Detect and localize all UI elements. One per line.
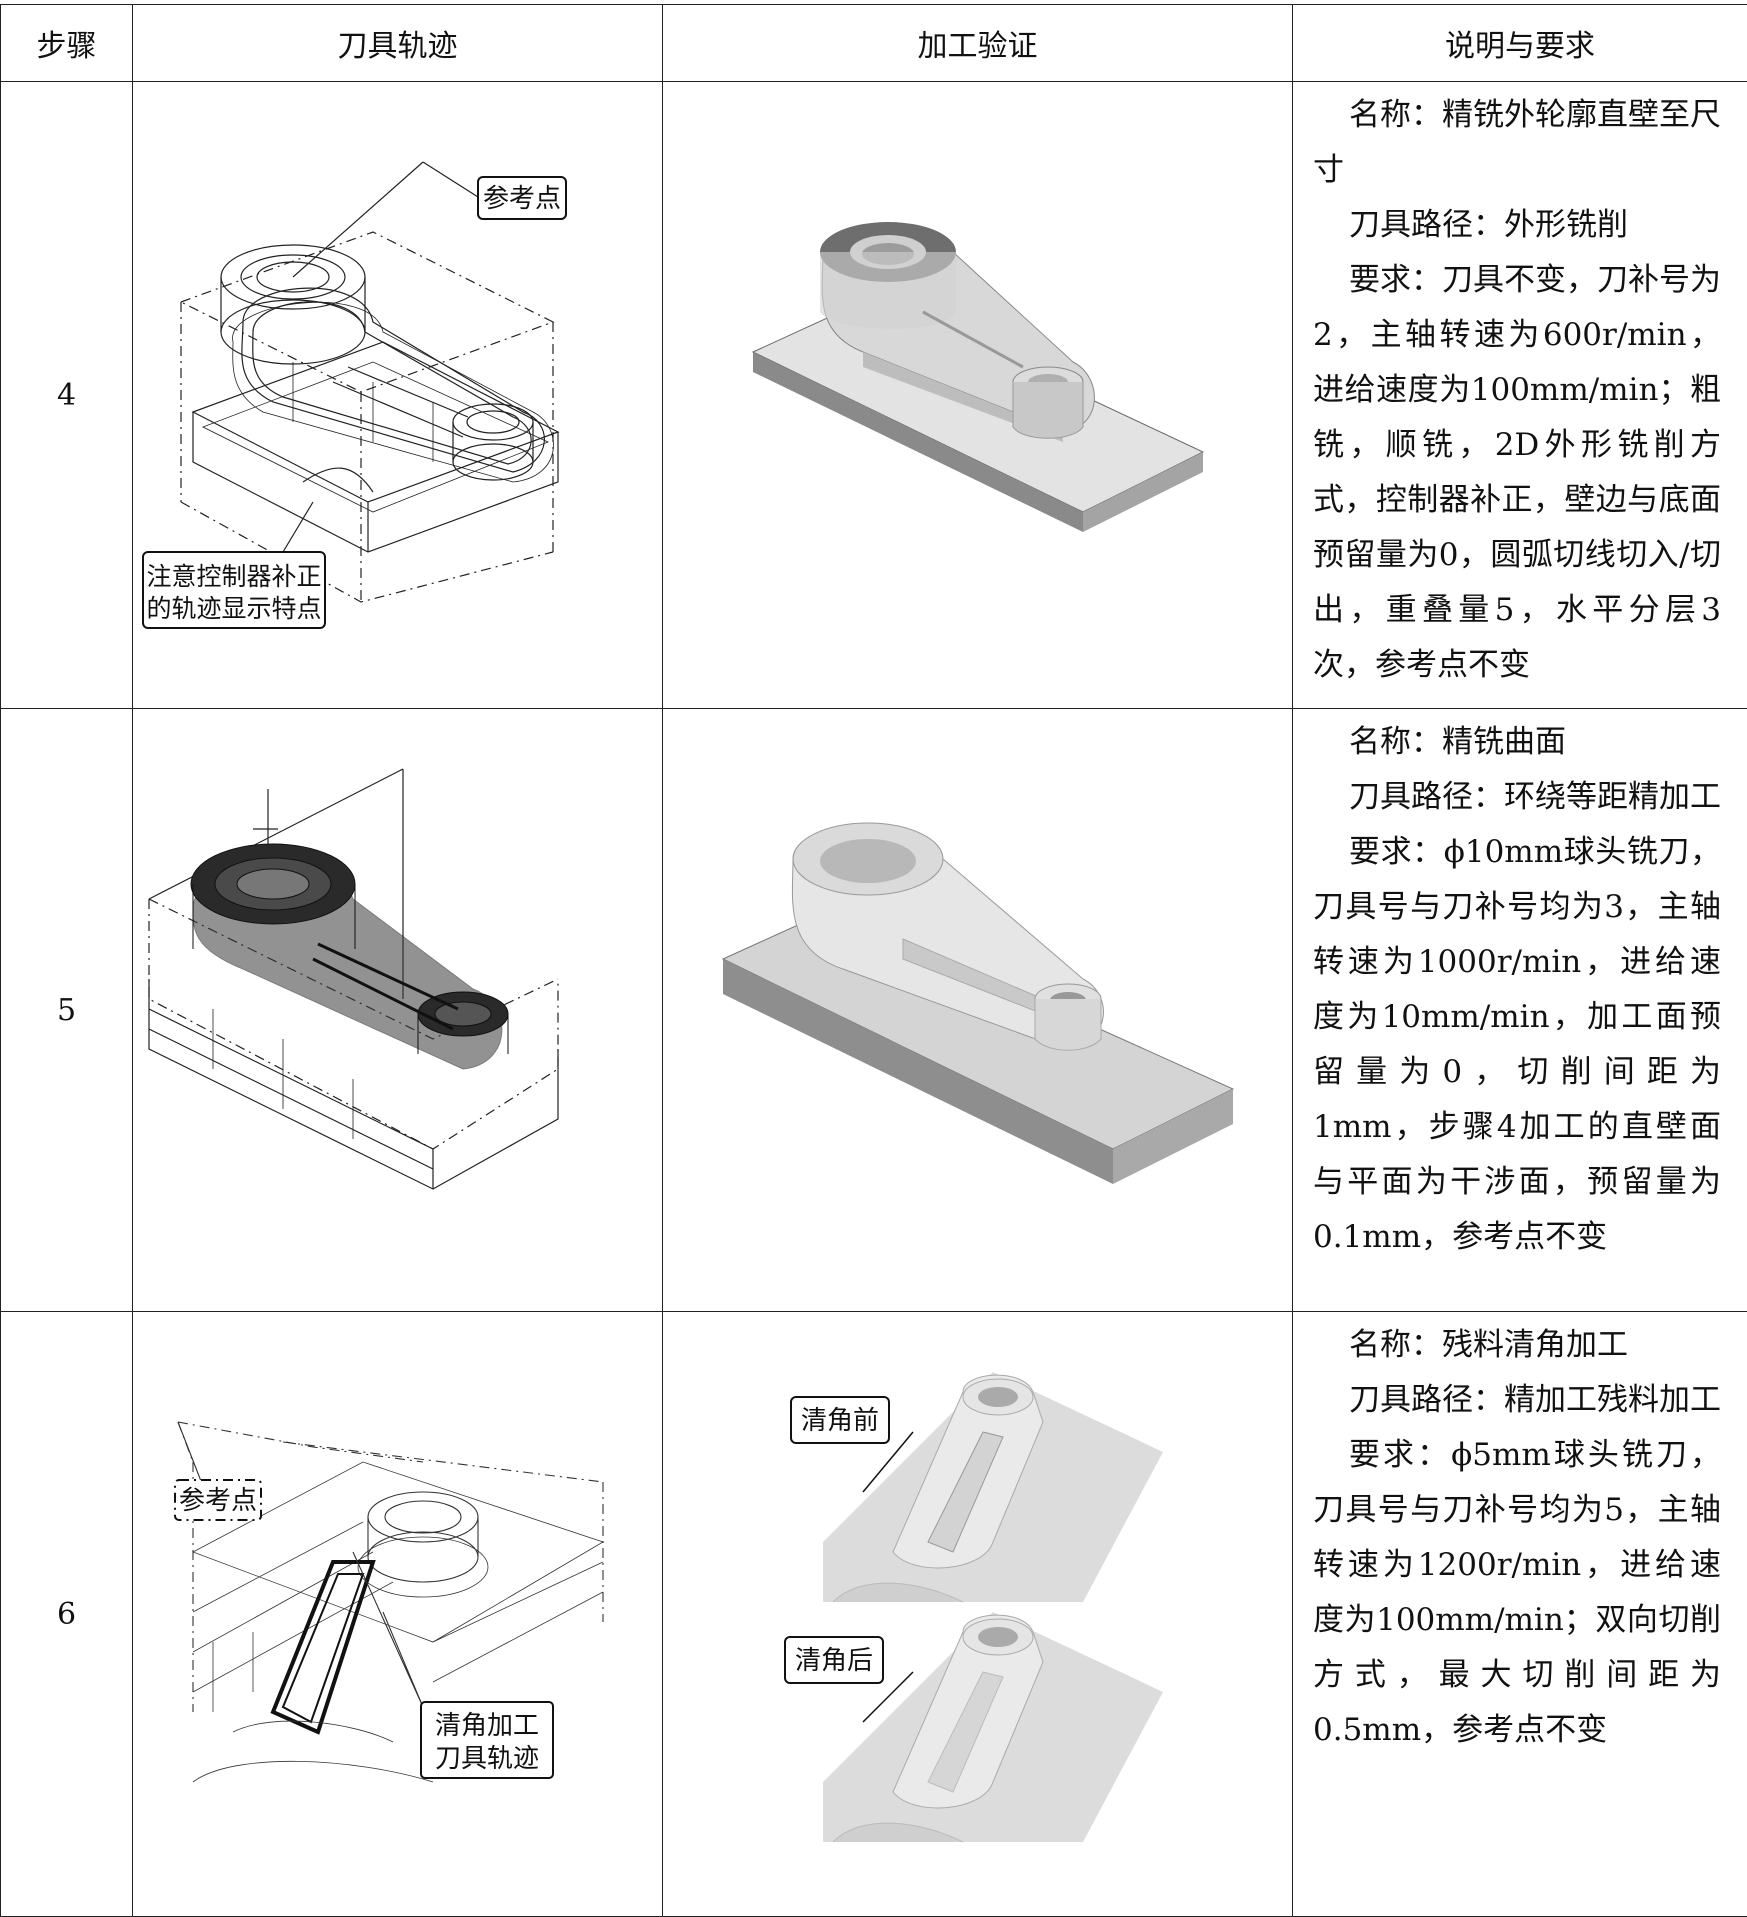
table-row: 5 <box>1 709 1747 1312</box>
toolpath-figure: 参考点 清角加工 刀具轨迹 <box>133 1312 663 1917</box>
header-notes: 说明与要求 <box>1293 5 1747 82</box>
step-number: 5 <box>1 709 133 1312</box>
toolpath-figure <box>133 709 663 1312</box>
callout-compensation-2: 的轨迹显示特点 <box>146 594 321 623</box>
callout-compensation-1: 注意控制器补正 <box>146 562 321 591</box>
desc-name: 名称：精铣外轮廓直壁至尺寸 <box>1313 88 1721 198</box>
verify-render-image <box>663 709 1293 1305</box>
callout-reference-point: 参考点 <box>179 1486 257 1516</box>
header-toolpath: 刀具轨迹 <box>133 5 663 82</box>
toolpath-wireframe-image: 参考点 清角加工 刀具轨迹 <box>133 1312 663 1910</box>
step-number: 4 <box>1 82 133 709</box>
verify-figure <box>663 82 1293 709</box>
description-cell: 名称：残料清角加工 刀具路径：精加工残料加工 要求：ϕ5mm球头铣刀，刀具号与刀… <box>1293 1312 1747 1917</box>
callout-clean-corner-1: 清角加工 <box>435 1711 539 1741</box>
toolpath-figure: 参考点 注意控制器补正 的轨迹显示特点 <box>133 82 663 709</box>
desc-name: 名称：残料清角加工 <box>1313 1318 1721 1373</box>
description-cell: 名称：精铣外轮廓直壁至尺寸 刀具路径：外形铣削 要求：刀具不变，刀补号为2，主轴… <box>1293 82 1747 709</box>
callout-reference-point: 参考点 <box>483 184 561 214</box>
step-number: 6 <box>1 1312 133 1917</box>
desc-requirements: 要求：刀具不变，刀补号为2，主轴转速为600r/min，进给速度为100mm/m… <box>1313 253 1721 693</box>
verify-figure <box>663 709 1293 1312</box>
desc-toolpath: 刀具路径：环绕等距精加工 <box>1313 770 1721 825</box>
process-table: 步骤 刀具轨迹 加工验证 说明与要求 4 <box>0 4 1747 1917</box>
verify-render-image <box>663 82 1293 702</box>
description-cell: 名称：精铣曲面 刀具路径：环绕等距精加工 要求：ϕ10mm球头铣刀，刀具号与刀补… <box>1293 709 1747 1312</box>
callout-after-clean: 清角后 <box>795 1646 873 1676</box>
header-step: 步骤 <box>1 5 133 82</box>
callout-before-clean: 清角前 <box>801 1406 879 1436</box>
table-row: 4 <box>1 82 1747 709</box>
desc-name: 名称：精铣曲面 <box>1313 715 1721 770</box>
desc-requirements: 要求：ϕ10mm球头铣刀，刀具号与刀补号均为3，主轴转速为1000r/min，进… <box>1313 825 1721 1265</box>
callout-clean-corner-2: 刀具轨迹 <box>435 1744 539 1774</box>
table-row: 6 <box>1 1312 1747 1917</box>
toolpath-wireframe-image <box>133 709 663 1305</box>
desc-toolpath: 刀具路径：精加工残料加工 <box>1313 1373 1721 1428</box>
toolpath-wireframe-image: 参考点 注意控制器补正 的轨迹显示特点 <box>133 82 663 702</box>
header-verify: 加工验证 <box>663 5 1293 82</box>
verify-render-image: 清角前 清角后 <box>663 1312 1293 1910</box>
table-header-row: 步骤 刀具轨迹 加工验证 说明与要求 <box>1 5 1747 82</box>
desc-requirements: 要求：ϕ5mm球头铣刀，刀具号与刀补号均为5，主轴转速为1200r/min，进给… <box>1313 1428 1721 1758</box>
desc-toolpath: 刀具路径：外形铣削 <box>1313 198 1721 253</box>
verify-figure: 清角前 清角后 <box>663 1312 1293 1917</box>
